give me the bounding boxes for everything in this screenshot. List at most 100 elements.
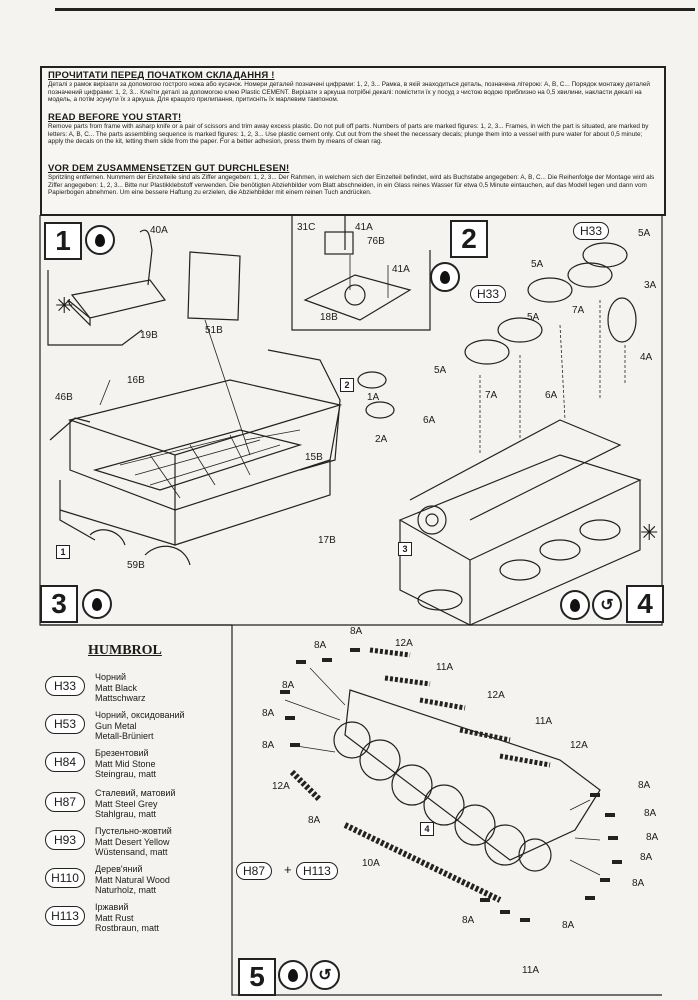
german-text: Spritzling entfernen. Nummern der Einzel… <box>48 174 655 197</box>
part-label: 12A <box>487 690 505 701</box>
glue-drop-icon <box>278 960 308 990</box>
part-label: 1A <box>367 392 380 403</box>
part-label: 5A <box>531 259 544 270</box>
top-rule <box>55 8 695 11</box>
part-label: 8A <box>308 815 321 826</box>
paint-brand-title: HUMBROL <box>88 643 162 658</box>
paint-name-en: Gun Metal <box>95 720 137 731</box>
part-label: 7A <box>485 390 498 401</box>
part-label: 41A <box>355 222 373 233</box>
ref-step-4: 4 <box>420 822 434 836</box>
part-label: 8A <box>262 708 275 719</box>
ref-step-2: 2 <box>340 378 354 392</box>
part-label: 4A <box>640 352 653 363</box>
paint-name-ua: Пустельно-жовтий <box>95 826 172 836</box>
part-label: 8A <box>462 915 475 926</box>
paint-name-de: Steingrau, matt <box>95 769 157 779</box>
part-label: 5A <box>638 228 651 239</box>
paint-code-bubble: H87 <box>236 862 273 880</box>
paint-name-en: Matt Desert Yellow <box>95 836 170 847</box>
part-label: 8A <box>644 808 657 819</box>
part-label: 8A <box>640 852 653 863</box>
paint-name-en: Matt Natural Wood <box>95 874 170 885</box>
part-label: 12A <box>272 781 290 792</box>
ref-step-3: 3 <box>398 542 412 556</box>
part-label: 3A <box>644 280 657 291</box>
part-label: 8A <box>638 780 651 791</box>
paint-code-bubble: H33 <box>573 222 610 240</box>
snowflake-icon: ✳ <box>55 293 74 318</box>
paint-name-de: Naturholz, matt <box>95 885 157 895</box>
part-label: 41A <box>392 264 410 275</box>
glue-drop-icon <box>560 590 590 620</box>
part-label: 11A <box>535 716 553 727</box>
paint-code: H87 <box>45 792 85 812</box>
paint-code: H84 <box>45 752 85 772</box>
decal-icon: ↺ <box>592 590 622 620</box>
glue-drop-icon <box>430 262 460 292</box>
part-label: 11A <box>522 965 540 976</box>
ukrainian-text: Деталі з рамок вирізати за допомогою гос… <box>48 81 650 104</box>
glue-drop-icon <box>82 589 112 619</box>
part-label: 6A <box>423 415 436 426</box>
paint-name-en: Matt Mid Stone <box>95 758 156 769</box>
part-label: 12A <box>395 638 413 649</box>
part-label: 2A <box>375 434 388 445</box>
german-heading: VOR DEM ZUSAMMENSETZEN GUT DURCHLESEN! <box>48 163 290 174</box>
paint-name-de: Stahlgrau, matt <box>95 809 157 819</box>
part-label: 15B <box>305 452 323 463</box>
paint-name-ua: Чорний, оксидований <box>95 710 185 720</box>
instructions-box: ПРОЧИТАТИ ПЕРЕД ПОЧАТКОМ СКЛАДАННЯ ! Дет… <box>40 66 666 216</box>
part-label: 8A <box>350 626 363 637</box>
paint-name-ua: Сталевий, матовий <box>95 788 176 798</box>
part-label: 8A <box>282 680 295 691</box>
part-label: 8A <box>262 740 275 751</box>
paint-name-en: Matt Steel Grey <box>95 798 158 809</box>
part-label: 17B <box>318 535 336 546</box>
paint-name-de: Rostbraun, matt <box>95 923 160 933</box>
step-4-number: 4 <box>626 585 664 623</box>
paint-code: H33 <box>45 676 85 696</box>
part-label: 31C <box>297 222 316 233</box>
part-label: 6A <box>545 390 558 401</box>
paint-name-ua: Іржавий <box>95 902 129 912</box>
glue-drop-icon <box>85 225 115 255</box>
paint-name-ua: Чорний <box>95 672 127 682</box>
ukrainian-heading: ПРОЧИТАТИ ПЕРЕД ПОЧАТКОМ СКЛАДАННЯ ! <box>48 70 275 81</box>
part-label: 46B <box>55 392 73 403</box>
english-text: Remove parts from frame with asharp knif… <box>48 123 649 146</box>
paint-name-ua: Дерев'яний <box>95 864 143 874</box>
part-label: 8A <box>632 878 645 889</box>
part-label: 5A <box>434 365 447 376</box>
part-label: 18B <box>320 312 338 323</box>
paint-code-bubble: H33 <box>470 285 507 303</box>
part-label: 8A <box>562 920 575 931</box>
snowflake-icon: ✳ <box>640 520 659 545</box>
english-heading: READ BEFORE YOU START! <box>48 112 182 123</box>
part-label: 10A <box>362 858 380 869</box>
part-label: 8A <box>646 832 659 843</box>
paint-name-en: Matt Rust <box>95 912 134 923</box>
step-1-number: 1 <box>44 222 82 260</box>
paint-code: H93 <box>45 830 85 850</box>
ukrainian-instructions: ПРОЧИТАТИ ПЕРЕД ПОЧАТКОМ СКЛАДАННЯ ! Дет… <box>48 70 658 104</box>
paint-name-en: Matt Black <box>95 682 138 693</box>
part-label: 59B <box>127 560 145 571</box>
part-label: 76B <box>367 236 385 247</box>
part-label: 40A <box>150 225 168 236</box>
step-3-number: 3 <box>40 585 78 623</box>
